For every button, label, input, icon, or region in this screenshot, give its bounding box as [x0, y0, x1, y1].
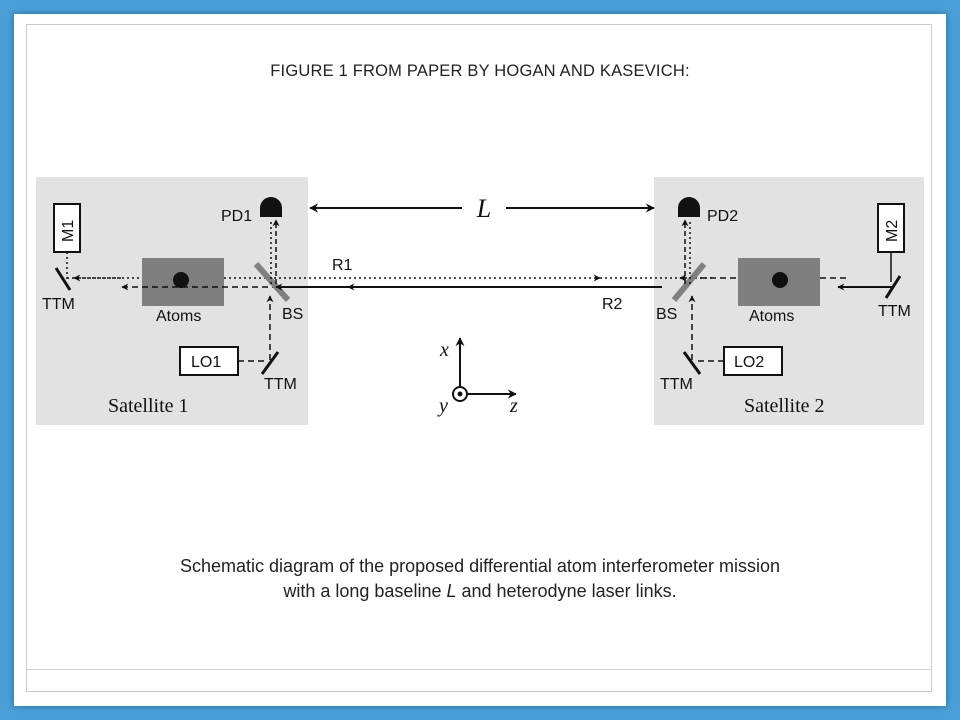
satellite1-atoms-label: Atoms	[156, 308, 201, 325]
beam-r2-label: R2	[602, 296, 623, 313]
mirror-m1-box	[53, 203, 81, 253]
axis-z-label: z	[509, 395, 518, 417]
axis-x-label: x	[439, 339, 449, 361]
caption-line-1: Schematic diagram of the proposed differ…	[180, 556, 780, 576]
beam-r1-label: R1	[332, 257, 353, 274]
satellite2-atom	[772, 272, 788, 288]
pd1-label: PD1	[221, 208, 252, 225]
satellite1-atom	[173, 272, 189, 288]
axis-y-label: y	[437, 395, 448, 417]
schematic-diagram: L M1 TTM Atoms BS PD1 LO1	[36, 177, 924, 425]
satellite2-name: Satellite 2	[744, 395, 825, 417]
satellite2-beamsplitter	[671, 262, 707, 302]
satellite2-bs-label: BS	[656, 306, 677, 323]
baseline-label: L	[476, 194, 491, 223]
ttm2-bottom-label: TTM	[660, 376, 693, 393]
footer-divider	[26, 669, 932, 670]
slide-frame	[26, 24, 932, 692]
ttm2-bottom-mirror	[682, 351, 702, 375]
satellite1-name: Satellite 1	[108, 395, 189, 417]
lo2-label: LO2	[734, 354, 764, 371]
satellite1-beamsplitter	[253, 262, 291, 302]
local-oscillator-lo1	[179, 346, 239, 376]
ttm2-right-label: TTM	[878, 303, 911, 320]
photodetector-pd1	[260, 197, 282, 217]
mirror-m2-label: M2	[884, 220, 901, 242]
caption-baseline-symbol: L	[446, 581, 457, 601]
figure-heading: FIGURE 1 FROM PAPER BY HOGAN AND KASEVIC…	[270, 62, 690, 80]
ttm1-left-mirror	[54, 267, 72, 291]
ttm1-left-label: TTM	[42, 296, 75, 313]
caption-line-2-post: and heterodyne laser links.	[456, 581, 677, 601]
satellite1-bs-label: BS	[282, 306, 303, 323]
satellite2-atoms-label: Atoms	[749, 308, 794, 325]
figure-caption: Schematic diagram of the proposed differ…	[14, 554, 946, 604]
ttm1-bottom-label: TTM	[264, 376, 297, 393]
slide: FIGURE 1 FROM PAPER BY HOGAN AND KASEVIC…	[14, 14, 946, 706]
pd2-label: PD2	[707, 208, 738, 225]
lo1-label: LO1	[191, 354, 221, 371]
photodetector-pd2	[678, 197, 700, 217]
caption-line-2-pre: with a long baseline	[283, 581, 447, 601]
coordinate-axes: x y z	[437, 337, 518, 417]
mirror-m1-label: M1	[60, 220, 77, 242]
ttm2-right-mirror	[884, 275, 902, 299]
ttm1-bottom-mirror	[260, 351, 280, 375]
local-oscillator-lo2	[723, 346, 783, 376]
caption-line-2: with a long baseline L and heterodyne la…	[14, 579, 946, 604]
